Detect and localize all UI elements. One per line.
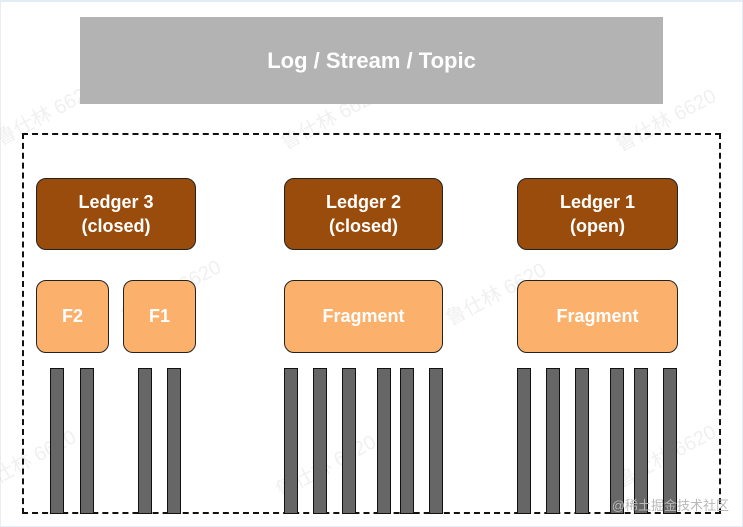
ledger-state: (closed) xyxy=(81,216,151,236)
entry-bar xyxy=(313,368,327,514)
entry-bar xyxy=(400,368,414,514)
entry-bar xyxy=(342,368,356,514)
entry-bar xyxy=(284,368,298,514)
fragment-f2-box: F2 xyxy=(36,280,109,353)
fragment-f1-box: F1 xyxy=(123,280,196,353)
entry-bar xyxy=(546,368,560,514)
fragment-label: Fragment xyxy=(322,306,405,326)
fragment-ledger-2-box: Fragment xyxy=(284,280,443,353)
entry-bar xyxy=(377,368,391,514)
source-credit: @稀土掘金技术社区 xyxy=(611,498,729,513)
entry-bar xyxy=(138,368,152,514)
ledger-group-boundary xyxy=(22,133,721,514)
entry-bar xyxy=(50,368,64,514)
ledger-name: Ledger 3 xyxy=(78,192,154,212)
fragment-label: F1 xyxy=(148,306,170,326)
entry-bar xyxy=(575,368,589,514)
ledger-state: (closed) xyxy=(328,216,398,236)
fragment-label: F2 xyxy=(61,306,83,326)
header-title: Log / Stream / Topic xyxy=(267,47,476,73)
entry-bar xyxy=(429,368,443,514)
fragment-label: Fragment xyxy=(556,306,639,326)
ledger-name: Ledger 2 xyxy=(325,192,402,212)
ledger-1-box: Ledger 1 (open) xyxy=(517,178,678,250)
entry-bar xyxy=(167,368,181,514)
ledger-2-box: Ledger 2 (closed) xyxy=(284,178,443,250)
entry-bar xyxy=(634,368,648,514)
log-stream-topic-block: Log / Stream / Topic xyxy=(80,17,663,104)
entry-bar xyxy=(610,368,624,514)
entry-bar xyxy=(80,368,94,514)
entry-bar xyxy=(663,368,677,514)
ledger-3-box: Ledger 3 (closed) xyxy=(36,178,196,250)
ledger-state: (open) xyxy=(570,216,625,236)
ledger-name: Ledger 1 xyxy=(559,192,636,212)
fragment-ledger-1-box: Fragment xyxy=(517,280,678,353)
entry-bar xyxy=(517,368,531,514)
